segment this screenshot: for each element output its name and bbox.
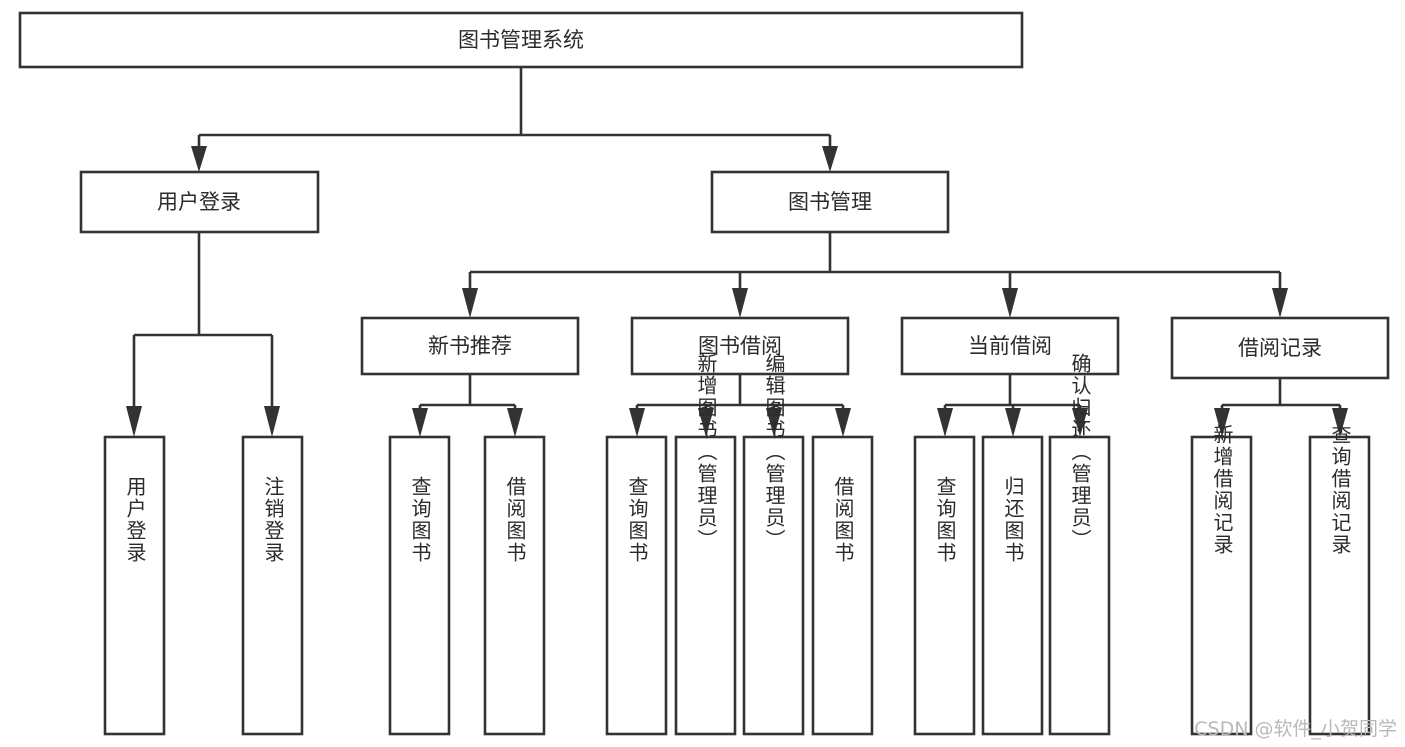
- arrow-icon-leaf-bookborrow-3: [766, 408, 782, 437]
- node-book-manage-label: 图书管理: [788, 190, 872, 214]
- leaf-node[interactable]: 查询图书: [388, 435, 451, 736]
- leaf-user-login-1-box[interactable]: [103, 435, 166, 736]
- leaf-node[interactable]: 注销登录: [241, 435, 304, 736]
- leaf-node[interactable]: 用户登录: [103, 435, 166, 736]
- leaf-node[interactable]: 查询图书: [913, 435, 976, 736]
- node-current-borrow-box[interactable]: [900, 316, 1120, 376]
- node-user-login-box[interactable]: [79, 170, 320, 234]
- leaf-new-book-1-box[interactable]: [388, 435, 451, 736]
- node-borrow-record-label: 借阅记录: [1238, 336, 1322, 360]
- arrow-icon-current-borrow: [1002, 288, 1018, 318]
- leaf-user-login-2-label: 注销登录: [261, 476, 285, 564]
- arrow-icon-new-book: [462, 288, 478, 318]
- node-borrow-record[interactable]: 借阅记录: [1170, 316, 1390, 380]
- arrow-icon-book-borrow: [732, 288, 748, 318]
- leaf-current-borrow-2-box[interactable]: [981, 435, 1044, 736]
- leaf-borrow-record-1-label: 新增借阅记录: [1210, 424, 1234, 556]
- leaf-user-login-1-label: 用户登录: [123, 476, 147, 564]
- node-new-book-recommend[interactable]: 新书推荐: [360, 316, 580, 376]
- leaf-book-borrow-4-label: 借阅图书: [831, 476, 855, 564]
- leaf-current-borrow-1-box[interactable]: [913, 435, 976, 736]
- leaf-new-book-1-label: 查询图书: [408, 476, 432, 564]
- leaf-new-book-2-label: 借阅图书: [503, 476, 527, 564]
- leaf-user-login-2-box[interactable]: [241, 435, 304, 736]
- node-root[interactable]: 图书管理系统: [18, 11, 1024, 69]
- leaf-book-borrow-3-label: 编辑图书（管理员）: [762, 353, 786, 551]
- leaf-node[interactable]: 编辑图书（管理员）: [742, 353, 805, 736]
- leaf-current-borrow-3-box[interactable]: [1048, 435, 1111, 736]
- node-book-borrow-box[interactable]: [630, 316, 850, 376]
- arrow-icon-leaf-newbook-1: [412, 408, 428, 437]
- arrow-icon-leaf-bookborrow-1: [629, 408, 645, 437]
- leaf-node[interactable]: 查询图书: [605, 435, 668, 736]
- node-root-box[interactable]: [18, 11, 1024, 69]
- leaf-current-borrow-3-label: 确认归还（管理员）: [1068, 353, 1092, 551]
- node-user-login[interactable]: 用户登录: [79, 170, 320, 234]
- node-current-borrow-label: 当前借阅: [968, 334, 1052, 358]
- watermark-text: CSDN @软件_小贺同学: [1194, 718, 1397, 740]
- arrow-icon-leaf-user-login-2: [264, 406, 280, 437]
- arrow-icon-leaf-borrowrecord-2: [1332, 408, 1348, 437]
- leaf-node[interactable]: 借阅图书: [483, 435, 546, 736]
- leaf-node[interactable]: 新增图书（管理员）: [674, 353, 737, 736]
- leaf-node[interactable]: 借阅图书: [811, 435, 874, 736]
- arrow-icon-borrow-record: [1272, 288, 1288, 318]
- node-new-book-recommend-label: 新书推荐: [428, 334, 512, 358]
- arrow-icon-book-manage: [822, 146, 838, 172]
- arrow-icon-leaf-currentborrow-1: [937, 408, 953, 437]
- leaf-borrow-record-2-label: 查询借阅记录: [1328, 424, 1352, 556]
- leaf-book-borrow-2-label: 新增图书（管理员）: [694, 353, 718, 551]
- node-borrow-record-box[interactable]: [1170, 316, 1390, 380]
- connector-layer: [126, 67, 1348, 437]
- node-root-label: 图书管理系统: [458, 28, 584, 52]
- node-book-manage-box[interactable]: [710, 170, 950, 234]
- leaf-book-borrow-1-label: 查询图书: [625, 476, 649, 564]
- leaf-node[interactable]: 确认归还（管理员）: [1048, 353, 1111, 736]
- arrow-icon-leaf-currentborrow-3: [1072, 408, 1088, 437]
- leaf-book-borrow-1-box[interactable]: [605, 435, 668, 736]
- arrow-icon-leaf-bookborrow-2: [698, 408, 714, 437]
- node-current-borrow[interactable]: 当前借阅: [900, 316, 1120, 376]
- node-user-login-label: 用户登录: [157, 190, 241, 214]
- leaf-node[interactable]: 查询借阅记录: [1308, 424, 1371, 736]
- node-new-book-recommend-box[interactable]: [360, 316, 580, 376]
- node-book-manage[interactable]: 图书管理: [710, 170, 950, 234]
- leaf-book-borrow-2-box[interactable]: [674, 435, 737, 736]
- arrow-icon-leaf-borrowrecord-1: [1214, 408, 1230, 437]
- arrow-icon-leaf-bookborrow-4: [835, 408, 851, 437]
- arrow-icon-leaf-user-login-1: [126, 406, 142, 437]
- leaf-current-borrow-2-label: 归还图书: [1001, 476, 1025, 564]
- node-book-borrow[interactable]: 图书借阅: [630, 316, 850, 376]
- arrow-icon-leaf-newbook-2: [507, 408, 523, 437]
- leaf-node[interactable]: 归还图书: [981, 435, 1044, 736]
- arrow-icon-leaf-currentborrow-2: [1005, 408, 1021, 437]
- arrow-icon-user-login: [191, 146, 207, 172]
- leaf-borrow-record-2-box[interactable]: [1308, 435, 1371, 736]
- leaf-current-borrow-1-label: 查询图书: [933, 476, 957, 564]
- leaf-node[interactable]: 新增借阅记录: [1190, 424, 1253, 736]
- leaf-borrow-record-1-box[interactable]: [1190, 435, 1253, 736]
- leaf-book-borrow-3-box[interactable]: [742, 435, 805, 736]
- leaf-new-book-2-box[interactable]: [483, 435, 546, 736]
- leaf-book-borrow-4-box[interactable]: [811, 435, 874, 736]
- node-book-borrow-label: 图书借阅: [698, 334, 782, 358]
